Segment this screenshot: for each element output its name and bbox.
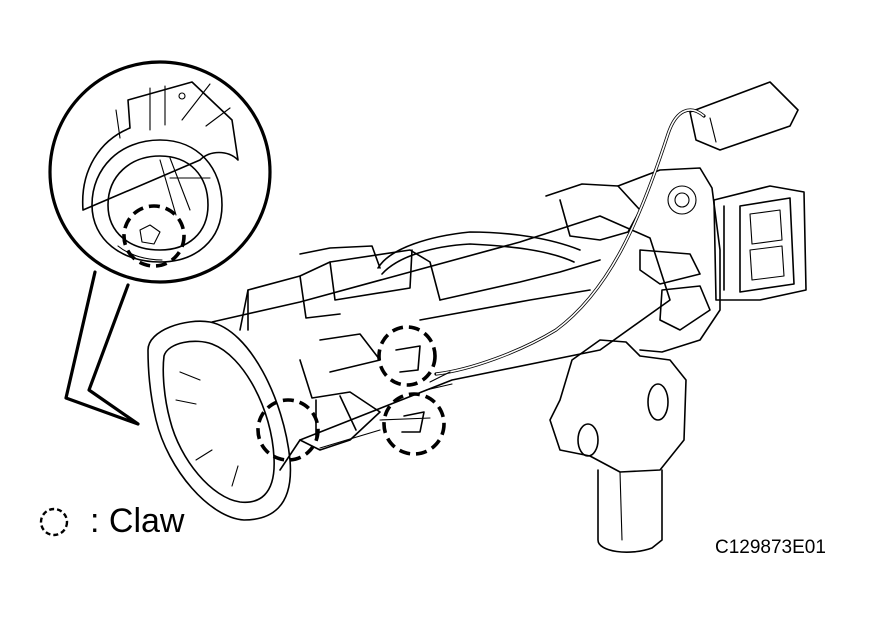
lower-yoke [549, 339, 687, 473]
column-tube [211, 215, 671, 471]
detail-view [48, 60, 272, 426]
steering-column-assembly [147, 81, 807, 553]
upper-housing [545, 167, 721, 353]
detail-claw-marker [122, 204, 186, 268]
lower-shaft [597, 469, 663, 553]
claw-marker [256, 398, 320, 462]
detail-socket-outer [91, 139, 223, 263]
wire-harness [434, 108, 706, 376]
dashed-circle-icon [39, 507, 69, 537]
detail-socket-inner [107, 155, 209, 251]
detail-callout-pointer [64, 270, 140, 426]
legend-label: : Claw [90, 502, 185, 540]
front-ring-inner [162, 340, 275, 504]
figure-code: C129873E01 [715, 537, 826, 558]
front-ring-outer [147, 320, 292, 521]
detail-view-circle [48, 60, 272, 284]
side-connector [713, 185, 807, 301]
claw-marker [382, 392, 446, 456]
claw-marker [377, 325, 437, 387]
detail-part-outline [81, 81, 239, 211]
upper-lever [689, 81, 799, 151]
